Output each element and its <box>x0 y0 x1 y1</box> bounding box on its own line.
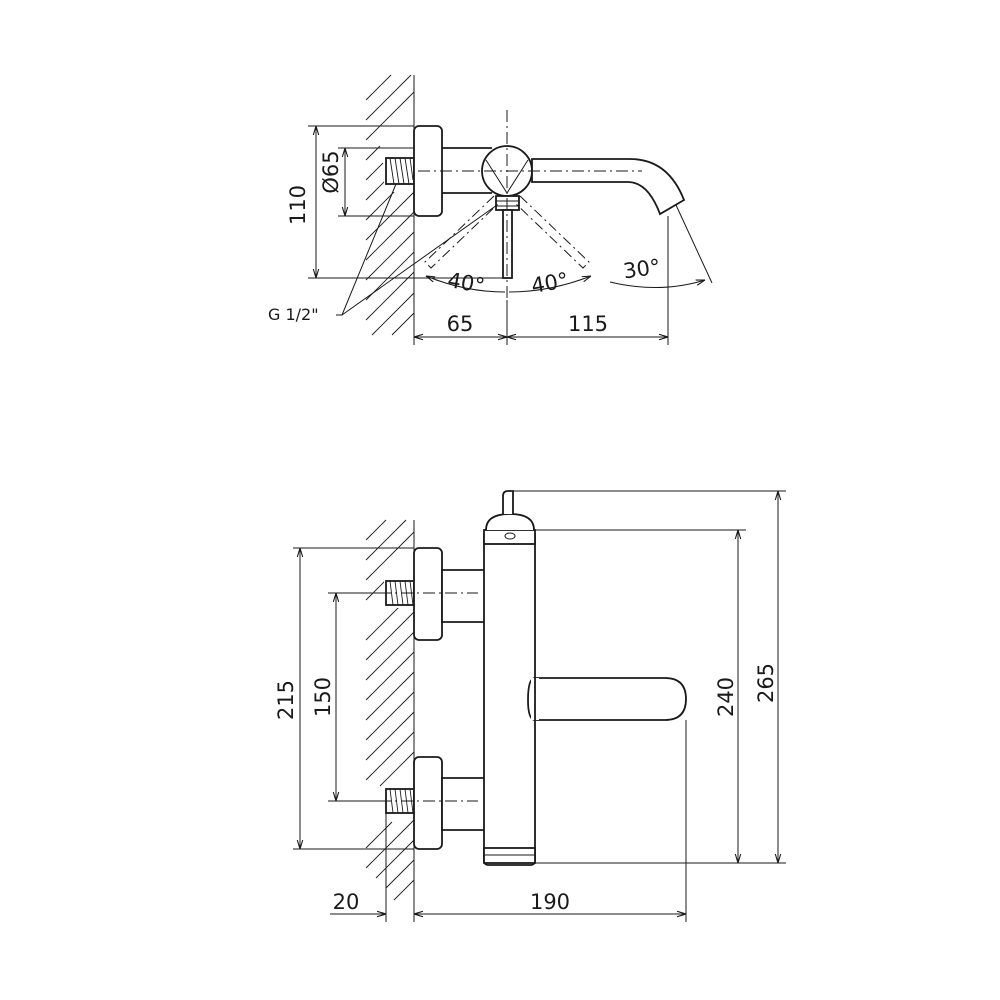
dim-110-label: 110 <box>286 185 310 225</box>
angle-right-label: 40° <box>529 268 570 298</box>
dim-115-label: 115 <box>568 312 608 336</box>
top-spout <box>531 158 686 216</box>
dim-diameter-65: Ø65 <box>319 147 414 217</box>
dim-20-190: 20 190 <box>330 720 687 922</box>
dim-190-label: 190 <box>530 890 570 914</box>
dim-150-label: 150 <box>311 677 335 717</box>
thread-callout: G 1/2" <box>268 183 498 324</box>
top-lever-swing <box>424 195 590 269</box>
top-wall-hatch <box>365 74 415 336</box>
top-view: 110 Ø65 G 1/2" 40° 40° 30° <box>268 74 713 345</box>
spout-angle: 30° <box>609 204 713 288</box>
front-handle-top <box>485 490 535 540</box>
dim-110: 110 <box>286 125 507 279</box>
front-flange-bottom <box>413 756 443 850</box>
top-body-pipe <box>442 147 492 194</box>
dim-240: 240 <box>535 529 746 864</box>
spout-angle-label: 30° <box>622 255 662 284</box>
thread-label: G 1/2" <box>268 305 319 324</box>
dim-215-label: 215 <box>274 680 298 720</box>
front-spout <box>527 677 687 721</box>
dim-215: 215 <box>274 547 414 850</box>
dim-65-115: 65 115 <box>413 216 669 345</box>
angle-left-label: 40° <box>446 268 487 298</box>
front-view: 215 150 240 265 <box>274 490 786 922</box>
dim-65-label: 65 <box>447 312 474 336</box>
dim-265-label: 265 <box>754 663 778 703</box>
dim-150: 150 <box>311 592 379 802</box>
front-flange-top <box>413 547 443 641</box>
lever-angle-arcs: 40° 40° <box>426 268 591 298</box>
dim-240-label: 240 <box>714 677 738 717</box>
dim-265: 265 <box>513 490 786 864</box>
dim-20-label: 20 <box>333 890 360 914</box>
top-thread <box>385 157 415 185</box>
dim-diameter-label: Ø65 <box>319 150 343 193</box>
front-wall-hatch <box>365 519 415 915</box>
